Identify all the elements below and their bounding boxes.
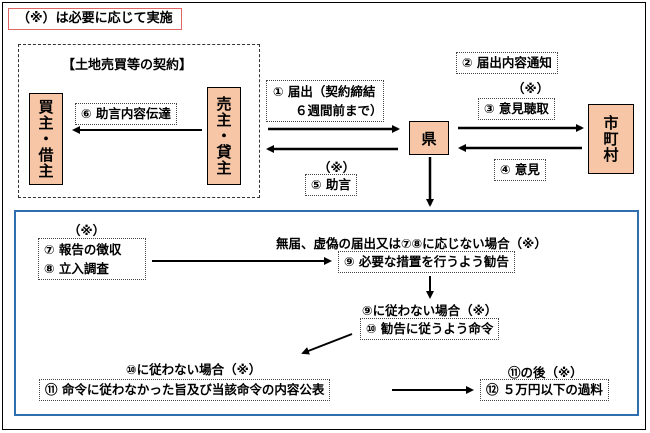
buyer-box: 買主・借主 [29,93,63,185]
municipality-label: 市町村 [601,115,620,163]
municipality-box: 市町村 [588,104,634,174]
seller-box: 売主・貸主 [207,87,241,185]
enforcement-box [14,210,639,416]
legend-note: （※）は必要に応じて実施 [8,8,182,30]
after-11-condition: ⑪の後（※） [508,365,583,380]
contract-title: 【土地売買等の契約】 [62,58,193,73]
buyer-label: 買主・借主 [36,99,55,179]
prefecture-label: 県 [421,129,437,148]
not-follow-10-condition: ⑩に従わない場合（※） [126,362,262,377]
recommend-label: ⑨ 必要な措置を行うよう勧告 [338,251,515,273]
fine-label: ⑫ ５万円以下の過料 [480,379,609,401]
hearing-star: （※） [512,81,550,96]
advice-label: ⑤ 助言 [305,174,357,196]
not-follow-9-condition: ⑨に従わない場合（※） [362,303,498,318]
opinion-label: ④ 意見 [494,159,546,181]
notify-line1: ① 届出（契約締結 [273,84,376,99]
contract-box [18,44,260,198]
advice-star: （※） [318,160,356,175]
report-inspection-box: ⑦ 報告の徴収 ⑧ 立入調査 [38,238,146,280]
order-label: ⑩ 勧告に従うよう命令 [360,318,500,340]
notify-label: ① 届出（契約締結 ６週間前まで） [266,80,384,122]
prefecture-box: 県 [409,121,449,155]
inspection-label: ⑧ 立入調査 [44,261,109,276]
advice-transmit-label: ⑥ 助言内容伝達 [75,103,177,125]
seller-label: 売主・貸主 [214,96,233,176]
opinion-hearing-label: ③ 意見聴取 [478,98,555,120]
outer-frame [2,2,646,430]
notify-line2: ６週間前まで） [295,103,383,118]
no-notify-condition: 無届、虚偽の届出又は⑦⑧に応じない場合（※） [276,236,547,251]
report-label: ⑦ 報告の徴収 [44,242,122,257]
arrow-order-publish [301,333,353,355]
report-star: （※） [68,223,106,238]
publish-label: ⑪ 命令に従わなかった旨及び当該命令の内容公表 [39,379,331,401]
notify-content-label: ② 届出内容通知 [456,52,558,74]
